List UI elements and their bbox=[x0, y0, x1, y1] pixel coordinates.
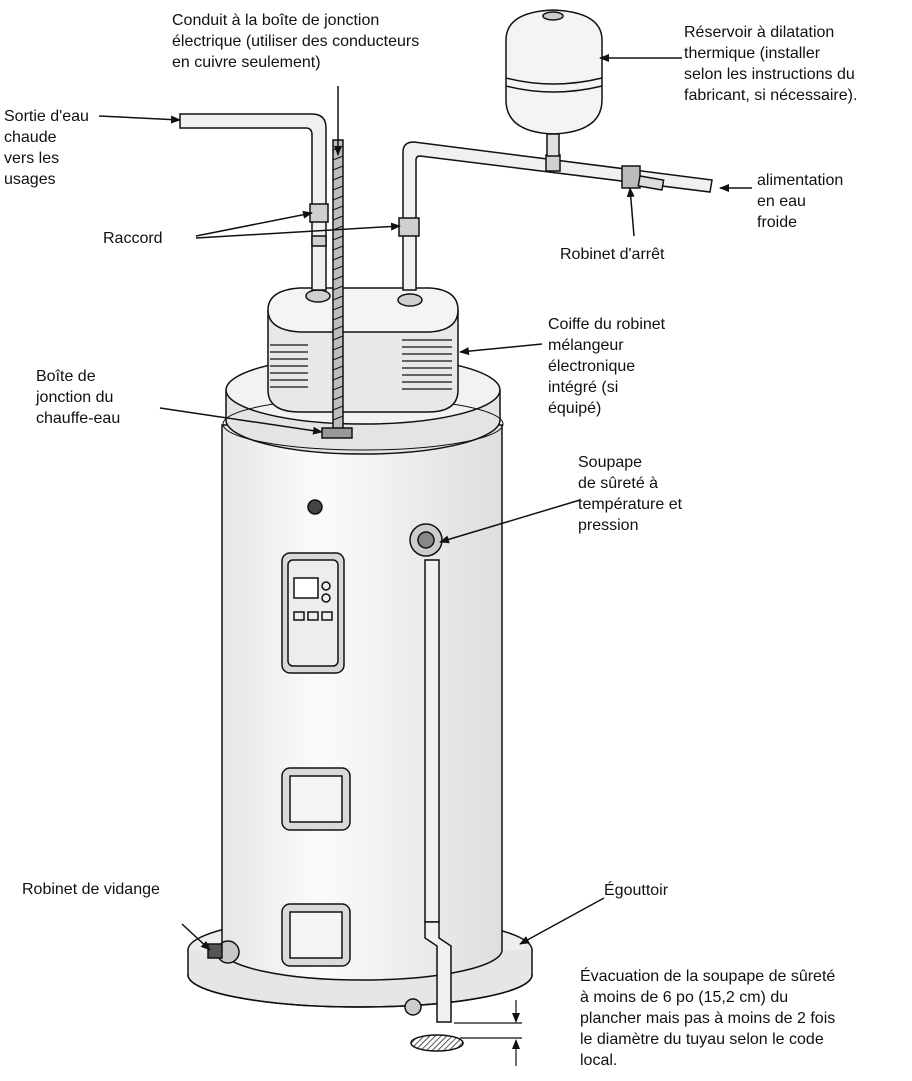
label-conduit: Conduit à la boîte de jonction électriqu… bbox=[172, 12, 420, 71]
control-panel bbox=[281, 552, 345, 674]
label-mixing-valve-cover: Coiffe du robinet mélangeur électronique… bbox=[548, 316, 666, 417]
tank-body bbox=[221, 424, 503, 981]
dimension-lines bbox=[454, 1000, 522, 1066]
tank-knob bbox=[307, 499, 323, 515]
label-expansion-tank: Réservoir à dilatation thermique (instal… bbox=[684, 24, 858, 104]
label-shutoff-valve: Robinet d'arrêt bbox=[560, 246, 665, 263]
pan-drain-fitting bbox=[404, 998, 422, 1016]
lower-access-panel bbox=[281, 903, 351, 967]
upper-access-panel bbox=[281, 767, 351, 831]
label-cold-water-supply: alimentation en eau froide bbox=[757, 172, 844, 231]
drain-valve bbox=[207, 940, 240, 964]
junction-box bbox=[321, 427, 353, 439]
label-tp-valve: Soupape de sûreté à température et press… bbox=[578, 454, 683, 534]
label-union: Raccord bbox=[103, 230, 163, 247]
mixing-valve-cover bbox=[267, 287, 459, 413]
label-discharge: Évacuation de la soupape de sûreté à moi… bbox=[580, 968, 836, 1069]
label-drain-pan: Égouttoir bbox=[604, 882, 669, 899]
label-drain-valve: Robinet de vidange bbox=[22, 881, 160, 898]
conduit bbox=[332, 139, 344, 437]
label-hot-water-outlet: Sortie d'eau chaude vers les usages bbox=[4, 108, 89, 188]
cold-water-pipe bbox=[398, 141, 713, 291]
label-junction-box: Boîte de jonction du chauffe-eau bbox=[36, 368, 121, 427]
expansion-tank bbox=[505, 9, 603, 157]
tp-valve bbox=[409, 523, 443, 557]
floor-drain bbox=[410, 1034, 464, 1052]
hot-water-pipe bbox=[179, 113, 329, 291]
discharge-pipe bbox=[424, 559, 452, 1023]
leader-lines bbox=[98, 54, 752, 951]
